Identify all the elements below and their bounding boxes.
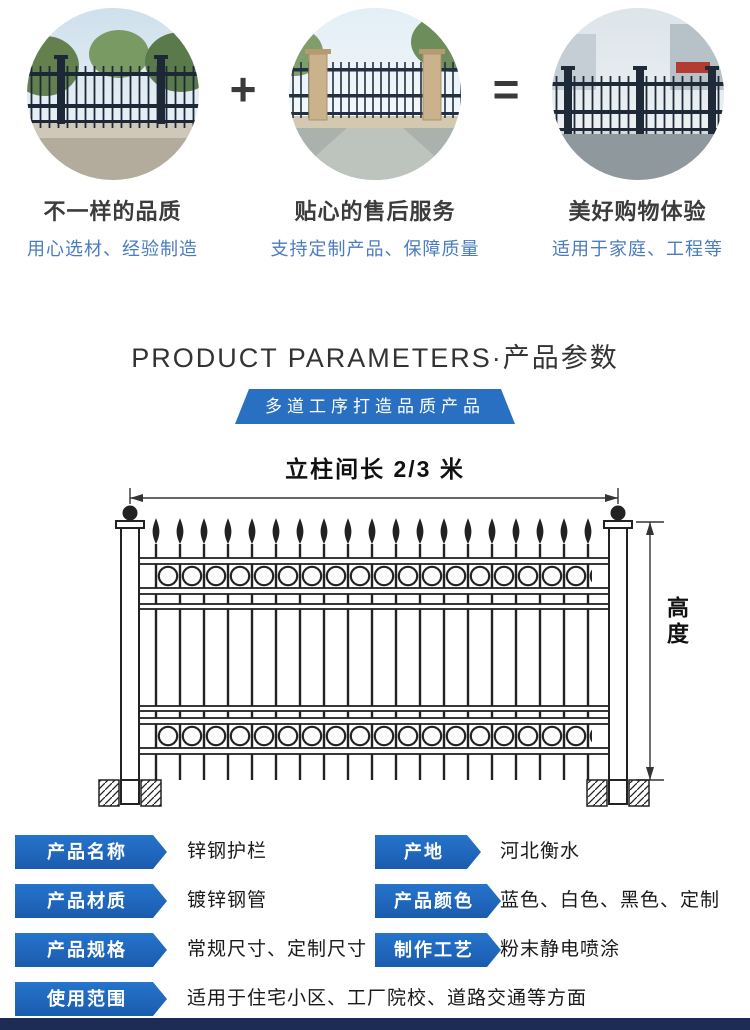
top-dimension-line [129,488,619,504]
spec-value-color: 蓝色、白色、黑色、定制 [500,890,721,911]
spec-label-usage: 使用范围 [15,982,167,1016]
feature-subtitle: 支持定制产品、保障质量 [270,239,480,259]
spec-value-product-name: 锌钢护栏 [187,841,268,862]
spec-value-origin: 河北衡水 [500,841,581,862]
height-dimension-line [636,521,664,781]
foundations [98,779,650,807]
feature-highlights: 不一样的品质 用心选材、经验制造 + [0,0,750,280]
spec-row: 产品规格 常规尺寸、定制尺寸 制作工艺 粉末静电喷涂 [0,933,750,967]
column-spacing-label: 立柱间长 2/3 米 [285,456,465,482]
spec-label-color: 产品颜色 [375,884,501,918]
fence-garden-illustration [26,8,199,180]
spec-label-craft: 制作工艺 [375,933,501,967]
ribbon-banner: 多道工序打造品质产品 [235,389,515,424]
feature-experience: 美好购物体验 适用于家庭、工程等 [525,0,750,261]
feature-service: 贴心的售后服务 支持定制产品、保障质量 [262,0,488,261]
fence-pillar-illustration [289,8,461,180]
spec-value-usage: 适用于住宅小区、工厂院校、道路交通等方面 [187,988,588,1009]
fence-photo-experience [551,8,724,180]
fence-street-illustration [551,8,724,180]
fence-photo-service [289,8,461,180]
spec-row: 产品材质 镀锌钢管 产品颜色 蓝色、白色、黑色、定制 [0,884,750,918]
feature-title: 贴心的售后服务 [294,199,456,224]
fence-technical-drawing [98,488,664,807]
spec-label-origin: 产地 [375,835,481,869]
spec-label-product-name: 产品名称 [15,835,167,869]
footer-divider-bar [0,1018,750,1030]
picket-spear-tips [144,518,604,544]
equals-icon: = [492,63,520,115]
feature-subtitle: 用心选材、经验制造 [27,239,198,259]
ring-band-bottom [156,724,592,748]
buried-posts [120,779,628,805]
section-title: PRODUCT PARAMETERS·产品参数 [131,343,619,373]
feature-title: 不一样的品质 [43,199,182,224]
spec-value-size: 常规尺寸、定制尺寸 [187,939,368,960]
spec-row: 使用范围 适用于住宅小区、工厂院校、道路交通等方面 [0,982,750,1016]
plus-icon: + [229,63,257,115]
post-finial-right [610,505,626,521]
spec-label-size: 产品规格 [15,933,167,967]
fence-photo-quality [26,8,199,180]
post-finial-left [122,505,138,521]
ring-band-top [156,564,592,588]
feature-title: 美好购物体验 [568,199,707,224]
spec-value-material: 镀锌钢管 [187,890,268,911]
feature-subtitle: 适用于家庭、工程等 [552,239,723,259]
feature-quality: 不一样的品质 用心选材、经验制造 [0,0,225,261]
spec-value-craft: 粉末静电喷涂 [500,939,621,960]
spec-table: 产品名称 锌钢护栏 产地 河北衡水 产品材质 镀锌钢管 产品颜色 蓝色、白色、黑… [0,835,750,1030]
fence-diagram: 立柱间长 2/3 米 [0,448,750,810]
spec-label-material: 产品材质 [15,884,167,918]
height-dimension-label: 高度 [664,596,689,648]
posts [115,520,633,781]
spec-row: 产品名称 锌钢护栏 产地 河北衡水 [0,835,750,869]
